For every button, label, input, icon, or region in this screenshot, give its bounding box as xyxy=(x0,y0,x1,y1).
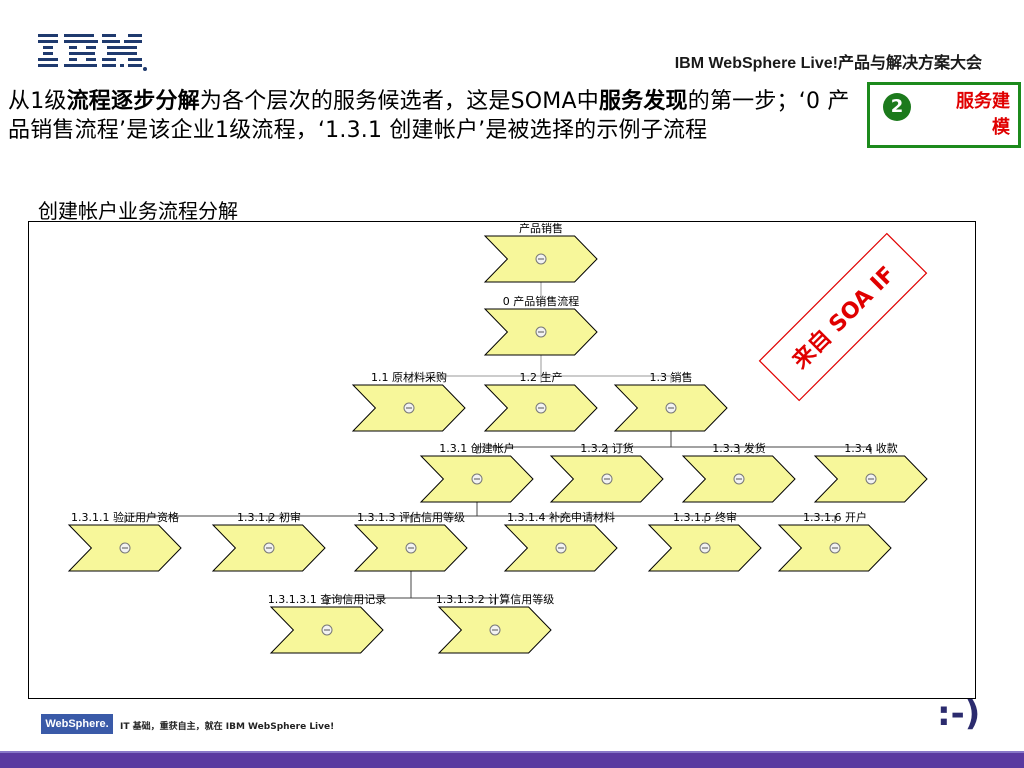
process-node-label: 1.3.1.1 验证用户资格 xyxy=(71,510,179,524)
process-node-n1314: 1.3.1.4 补充申请材料 xyxy=(503,510,618,572)
event-title: IBM WebSphere Live!产品与解决方案大会 xyxy=(674,55,982,72)
process-node-n13: 1.3 销售 xyxy=(613,370,728,432)
process-node-label: 1.3.1.3.2 计算信用等级 xyxy=(436,592,554,606)
footer-tagline: IT 基础，重获自主，就在 IBM WebSphere Live! xyxy=(120,722,335,732)
process-node-n11: 1.1 原材料采购 xyxy=(351,370,466,432)
step-label: 服务建模 xyxy=(956,91,1010,138)
process-node-n1315: 1.3.1.5 终审 xyxy=(647,510,762,572)
process-node-label: 1.3 销售 xyxy=(650,370,693,384)
process-node-n13132: 1.3.1.3.2 计算信用等级 xyxy=(436,592,554,654)
bottom-bar xyxy=(0,751,1024,768)
websphere-logo: WebSphere. xyxy=(41,714,113,734)
stamp-border xyxy=(758,232,928,402)
process-node-n1312: 1.3.1.2 初审 xyxy=(211,510,326,572)
process-node-n13131: 1.3.1.3.1 查询信用记录 xyxy=(268,592,386,654)
process-node-label: 1.3.2 订货 xyxy=(580,441,634,455)
process-node-label: 1.3.1.5 终审 xyxy=(673,510,737,524)
smiley-icon: :-) xyxy=(937,694,981,734)
process-node-label: 1.3.1.3 评估信用等级 xyxy=(357,510,465,524)
process-node-label: 1.3.1.4 补充申请材料 xyxy=(507,510,615,524)
process-node-label: 1.3.4 收款 xyxy=(844,441,898,455)
process-node-label: 1.3.3 发货 xyxy=(712,441,766,455)
process-diagram-canvas: 产品销售 0 产品销售流程 1.1 原材料采购 1.2 生产 1.3 销售 1.3.1 创… xyxy=(67,222,928,654)
process-node-label: 1.3.1 创建帐户 xyxy=(439,441,515,455)
process-node-label: 1.3.1.6 开户 xyxy=(803,510,867,524)
process-node-label: 1.3.1.3.1 查询信用记录 xyxy=(268,592,386,606)
process-node-label: 1.2 生产 xyxy=(520,370,563,384)
process-node-root: 产品销售 xyxy=(483,222,598,283)
process-node-n1316: 1.3.1.6 开户 xyxy=(777,510,892,572)
soa-if-stamp: 来自 SOA IF xyxy=(758,232,928,402)
ibm-logo xyxy=(38,34,147,71)
process-node-n0: 0 产品销售流程 xyxy=(483,294,598,356)
process-node-label: 1.1 原材料采购 xyxy=(371,370,447,384)
process-node-label: 1.3.1.2 初审 xyxy=(237,510,301,524)
process-node-n134: 1.3.4 收款 xyxy=(813,441,928,503)
process-node-n1311: 1.3.1.1 验证用户资格 xyxy=(67,510,182,572)
process-node-n12: 1.2 生产 xyxy=(483,370,598,432)
step-number: 2 xyxy=(883,93,911,121)
diagram-subtitle: 创建帐户业务流程分解 xyxy=(38,199,238,223)
process-node-label: 产品销售 xyxy=(519,222,563,235)
stamp-text: 来自 SOA IF xyxy=(787,261,901,375)
step-badge: 2 服务建模 xyxy=(867,82,1021,148)
process-node-n132: 1.3.2 订货 xyxy=(549,441,664,503)
connectors xyxy=(124,282,872,605)
process-node-n131: 1.3.1 创建帐户 xyxy=(419,441,534,503)
process-node-label: 0 产品销售流程 xyxy=(503,294,580,308)
process-node-n133: 1.3.3 发货 xyxy=(681,441,796,503)
process-node-n1313: 1.3.1.3 评估信用等级 xyxy=(353,510,468,572)
process-diagram: 产品销售 0 产品销售流程 1.1 原材料采购 1.2 生产 1.3 销售 1.3.1 创… xyxy=(28,221,976,699)
intro-text: 从1级流程逐步分解为各个层次的服务候选者，这是SOMA中服务发现的第一步；‘0 … xyxy=(8,89,850,143)
